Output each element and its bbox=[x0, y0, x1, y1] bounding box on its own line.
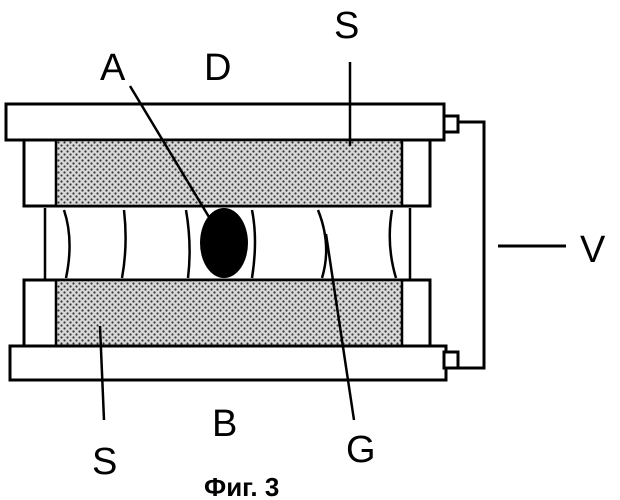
top-substrate-layer bbox=[56, 140, 402, 206]
figure-caption: Фиг. 3 bbox=[204, 472, 279, 500]
label-b: B bbox=[212, 403, 237, 445]
label-d: D bbox=[204, 47, 231, 89]
label-s-bottom: S bbox=[92, 441, 117, 483]
voltage-connector bbox=[444, 116, 566, 368]
label-g: G bbox=[346, 429, 376, 471]
bottom-substrate-layer bbox=[56, 280, 402, 346]
top-plate bbox=[6, 104, 444, 140]
label-a: A bbox=[100, 47, 126, 89]
label-s-top: S bbox=[334, 5, 359, 47]
object-a bbox=[200, 208, 248, 278]
label-v: V bbox=[580, 229, 606, 271]
bottom-plate bbox=[10, 346, 446, 380]
